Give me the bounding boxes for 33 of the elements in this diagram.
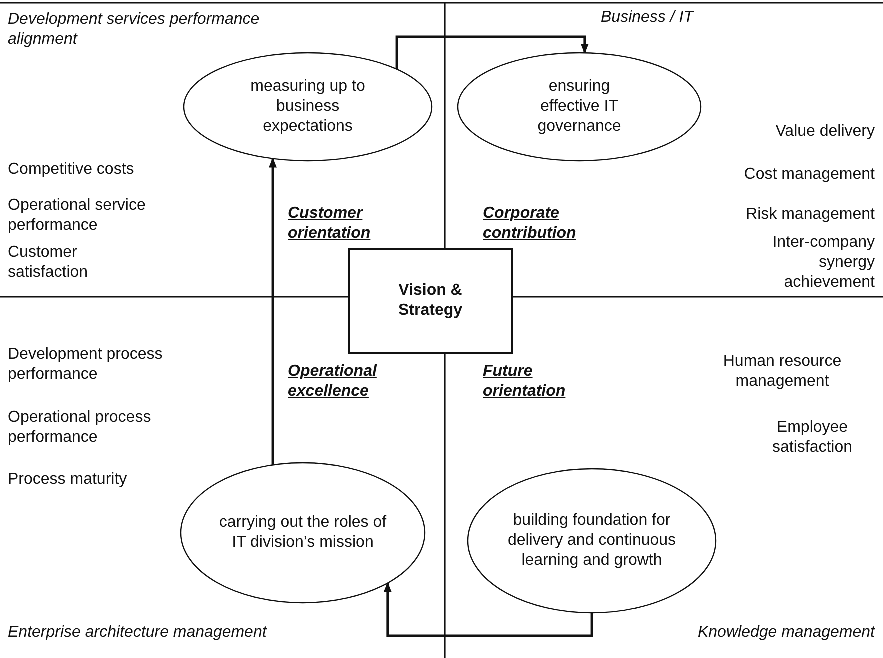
perspective-title: Corporate contribution [483, 204, 578, 244]
arrow [269, 158, 277, 466]
metric-label: Customer satisfaction [8, 243, 90, 283]
quadrant-heading: Development services performance alignment [8, 10, 261, 50]
quadrant-heading: Knowledge management [696, 623, 875, 643]
goal-text: carrying out the roles of IT division’s mission [218, 513, 388, 553]
goal-text: building foundation for delivery and continuous learning and growth [506, 511, 678, 571]
metric-label: Operational process performance [8, 408, 152, 448]
goal-ellipse [467, 468, 717, 614]
arrow [384, 582, 594, 638]
metric-label: Cost management [743, 165, 875, 185]
quadrant-heading: Enterprise architecture management [8, 623, 268, 643]
metric-label: Inter-company synergy achievement [772, 233, 875, 293]
vision-box [348, 248, 513, 354]
perspective-title: Operational excellence [288, 362, 378, 402]
metric-label: Risk management [745, 205, 875, 225]
metric-label: Employee satisfaction [771, 418, 854, 458]
perspective-title: Customer orientation [288, 204, 372, 244]
goal-ellipse [457, 52, 702, 162]
arrow [396, 36, 589, 70]
goal-ellipse [180, 462, 426, 604]
center-title: Vision & Strategy [397, 281, 464, 321]
goal-ellipse [183, 52, 433, 162]
metric-label: Human resource management [722, 352, 843, 392]
metric-label: Competitive costs [8, 160, 136, 180]
perspective-title: Future orientation [483, 362, 567, 402]
metric-label: Process maturity [8, 470, 128, 490]
goal-text: measuring up to business expectations [250, 77, 366, 137]
metric-label: Operational service performance [8, 196, 147, 236]
quadrant-heading: Business / IT [601, 8, 696, 28]
goal-text: ensuring effective IT governance [536, 77, 622, 137]
metric-label: Development process performance [8, 345, 164, 385]
metric-label: Value delivery [774, 122, 875, 142]
